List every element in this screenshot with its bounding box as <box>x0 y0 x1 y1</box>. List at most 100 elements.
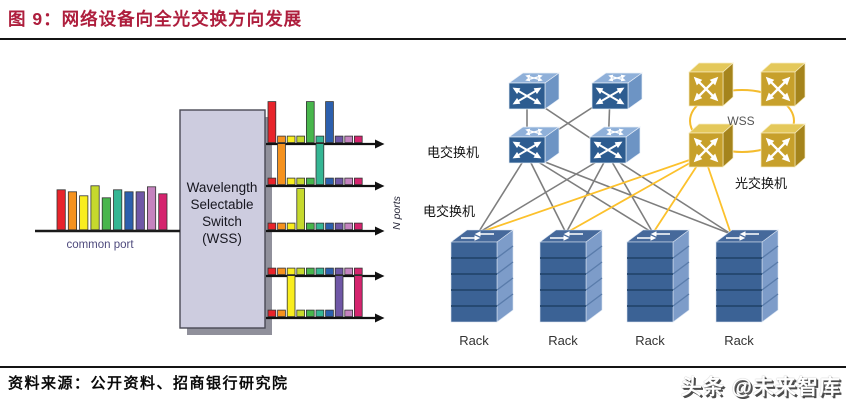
wss-box-label-line2: Selectable <box>190 197 253 212</box>
watermark: 头条 @未来智库 <box>680 376 841 399</box>
optical-switch-2 <box>761 63 805 106</box>
output-small-bar-orange <box>277 309 286 318</box>
output-small-bar-blue <box>325 267 334 276</box>
output-tall-bar-yellow-green <box>296 188 305 231</box>
electrical-switch-leaf-1 <box>509 127 559 163</box>
output-small-bar-purple <box>334 135 344 143</box>
input-spectrum-bar-blue <box>124 191 134 231</box>
output-small-bar-orchid <box>344 135 353 143</box>
electrical-switch-label-bottom: 电交换机 <box>423 204 475 219</box>
output-tall-bar-green <box>305 101 315 143</box>
output-small-bar-yellow-green <box>296 309 305 318</box>
optical-switch-label: 光交换机 <box>735 176 787 191</box>
output-tall-bar-orange <box>277 143 286 185</box>
output-small-bar-orange <box>277 222 286 231</box>
optical-switch-1 <box>689 63 733 106</box>
output-small-bar-orange <box>277 135 286 143</box>
network-topology-diagram: 电交换机 电交换机 WSS 光交换机 Rack Rack Rack Rack <box>423 55 846 348</box>
output-arrowhead-5 <box>375 313 385 323</box>
electrical-switch-spine-1 <box>509 73 559 109</box>
output-small-bar-red <box>267 222 277 231</box>
output-small-bar-teal <box>315 267 325 276</box>
output-small-bar-green <box>305 222 315 231</box>
footer-divider-line <box>0 366 846 368</box>
output-small-bar-teal <box>315 135 325 143</box>
output-small-bar-magenta <box>353 267 363 276</box>
output-small-bar-orchid <box>344 222 353 231</box>
output-small-bar-blue <box>325 309 334 318</box>
output-small-bar-yellow-green <box>296 135 305 143</box>
output-small-bar-yellow <box>286 135 296 143</box>
wss-ring-label: WSS <box>727 114 754 128</box>
output-small-bar-orchid <box>344 177 353 185</box>
output-small-bar-yellow <box>286 267 296 276</box>
output-small-bar-orange <box>277 267 286 276</box>
optical-switch-4 <box>761 124 805 167</box>
wss-box-label-line3: Switch <box>202 214 242 229</box>
optical-links <box>477 154 732 235</box>
rack-label-4: Rack <box>724 333 754 348</box>
output-small-bar-yellow-green <box>296 177 305 185</box>
output-ports <box>266 101 385 323</box>
rack-label-2: Rack <box>548 333 578 348</box>
input-spectrum-bar-purple <box>135 191 145 231</box>
wss-box <box>179 109 266 329</box>
input-spectrum-bar-green <box>101 197 111 231</box>
wss-diagram: Wavelength Selectable Switch (WSS) commo… <box>35 101 403 335</box>
output-small-bar-red <box>267 177 277 185</box>
input-spectrum-bar-orange <box>67 191 78 231</box>
output-tall-bar-magenta <box>353 275 363 318</box>
optical-switch-3 <box>689 124 733 167</box>
rack-label-1: Rack <box>459 333 489 348</box>
rack-label-3: Rack <box>635 333 665 348</box>
output-small-bar-purple <box>334 222 344 231</box>
output-small-bar-magenta <box>353 177 363 185</box>
electrical-switch-label-top: 电交换机 <box>427 145 479 160</box>
electrical-switch-spine-2 <box>592 73 642 109</box>
title-divider-line <box>0 38 846 40</box>
common-port-label: common port <box>66 239 134 251</box>
output-small-bar-orchid <box>344 267 353 276</box>
output-tall-bar-red <box>267 101 277 143</box>
output-tall-bar-yellow <box>286 275 296 318</box>
input-spectrum-bars <box>56 185 168 231</box>
output-arrowhead-2 <box>375 181 385 191</box>
output-small-bar-green <box>305 177 315 185</box>
output-small-bar-orchid <box>344 309 353 318</box>
output-tall-bar-blue <box>325 101 334 143</box>
output-tall-bar-purple <box>334 275 344 318</box>
output-small-bar-blue <box>325 177 334 185</box>
output-small-bar-yellow <box>286 177 296 185</box>
n-ports-label: N ports <box>391 195 403 230</box>
rack-3 <box>627 230 689 322</box>
output-small-bar-green <box>305 309 315 318</box>
source-note: 资料来源：公开资料、招商银行研究院 <box>8 374 289 392</box>
output-small-bar-red <box>267 267 277 276</box>
wss-box-label-line1: Wavelength <box>187 180 258 195</box>
rack-2 <box>540 230 602 322</box>
rack-1 <box>451 230 513 322</box>
output-small-bar-green <box>305 267 315 276</box>
input-spectrum-bar-yellow-green <box>90 185 100 231</box>
electrical-switch-leaf-2 <box>590 127 640 163</box>
input-spectrum-bar-yellow <box>79 195 89 231</box>
output-small-bar-teal <box>315 222 325 231</box>
output-arrowhead-3 <box>375 226 385 236</box>
input-spectrum-bar-teal <box>113 189 123 231</box>
output-small-bar-blue <box>325 222 334 231</box>
output-small-bar-magenta <box>353 222 363 231</box>
wss-ring <box>689 89 795 153</box>
output-small-bar-red <box>267 309 277 318</box>
rack-4 <box>716 230 778 322</box>
output-small-bar-yellow <box>286 222 296 231</box>
output-small-bar-yellow-green <box>296 267 305 276</box>
figure-title: 图 9：网络设备向全光交换方向发展 <box>8 9 303 29</box>
input-spectrum-bar-magenta <box>158 193 168 231</box>
output-tall-bar-teal <box>315 143 325 185</box>
output-arrowhead-4 <box>375 271 385 281</box>
output-small-bar-magenta <box>353 135 363 143</box>
input-spectrum-bar-red <box>56 189 66 231</box>
output-arrowhead-1 <box>375 139 385 149</box>
input-spectrum-bar-orchid <box>146 186 157 231</box>
